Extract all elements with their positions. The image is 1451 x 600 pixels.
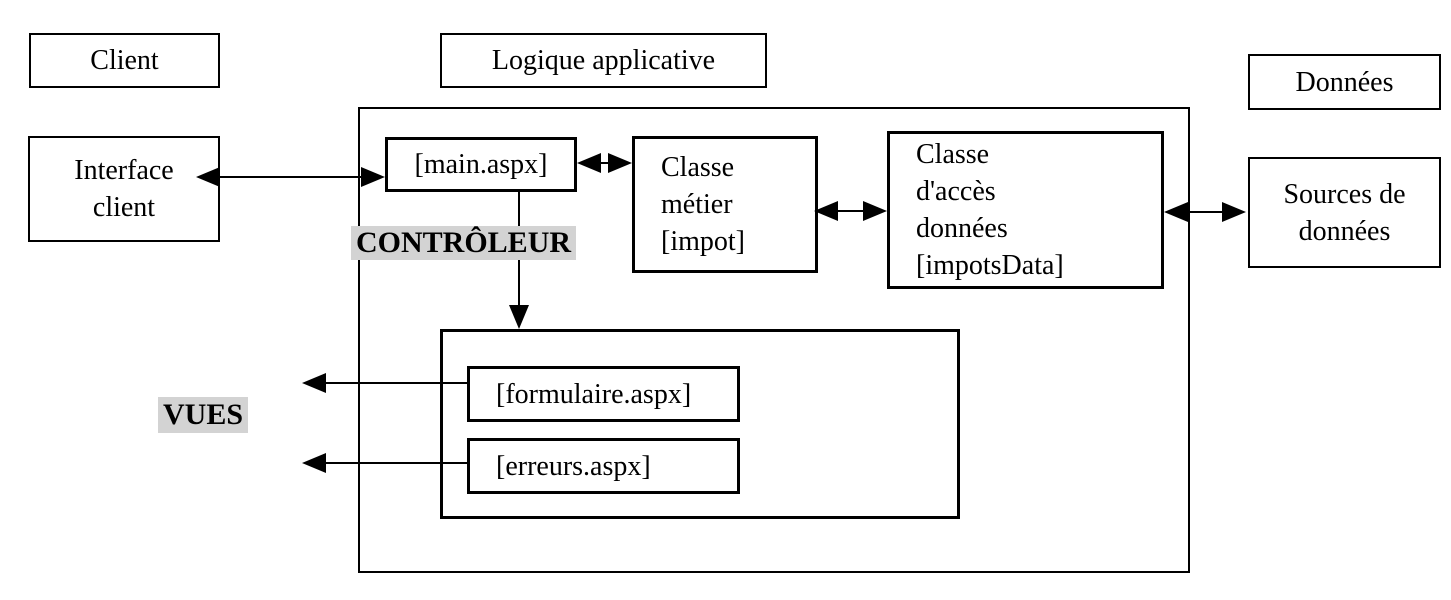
- vues-container: [440, 329, 960, 519]
- arrow-main-metier-line: [581, 162, 628, 164]
- arrowhead-left-icon: [1164, 202, 1188, 222]
- annotation-controleur: CONTRÔLEUR: [351, 226, 577, 260]
- node-formulaire-aspx-label: [formulaire.aspx]: [496, 378, 692, 410]
- logique-applicative-container: [358, 107, 1190, 573]
- tier-label-donnees: Données: [1295, 66, 1394, 98]
- node-erreurs-aspx-label: [erreurs.aspx]: [496, 450, 651, 482]
- tier-box-client: Client: [29, 33, 220, 88]
- node-classe-acces-donnees: Classe d'accès données [impotsData]: [887, 131, 1164, 289]
- arrowhead-right-icon: [608, 153, 632, 173]
- arrowhead-left-icon: [577, 153, 601, 173]
- node-interface-client: Interface client: [28, 136, 220, 242]
- arrow-acces-sources-line: [1168, 211, 1242, 213]
- node-classe-metier: Classe métier [impot]: [632, 136, 818, 273]
- tier-box-donnees: Données: [1248, 54, 1441, 110]
- arrow-interface-main-line: [204, 176, 381, 178]
- node-erreurs-aspx: [erreurs.aspx]: [467, 438, 740, 494]
- arrowhead-right-icon: [1222, 202, 1246, 222]
- node-main-aspx: [main.aspx]: [385, 137, 577, 192]
- tier-label-logique-applicative: Logique applicative: [491, 45, 716, 76]
- node-interface-client-text: Interface client: [74, 155, 174, 223]
- tier-box-logique-applicative: Logique applicative: [440, 33, 767, 88]
- arrow-formulaire-out-line: [306, 382, 467, 384]
- node-main-aspx-label: [main.aspx]: [414, 149, 548, 180]
- arrow-metier-acces-line: [818, 210, 883, 212]
- arrow-erreurs-out-line: [306, 462, 467, 464]
- node-sources-de-donnees: Sources de données: [1248, 157, 1441, 268]
- arrowhead-down-icon: [509, 305, 529, 329]
- arrowhead-left-icon: [302, 453, 326, 473]
- arrowhead-right-icon: [361, 167, 385, 187]
- node-sources-de-donnees-text: Sources de données: [1283, 178, 1406, 247]
- arrowhead-right-icon: [863, 201, 887, 221]
- arrowhead-left-icon: [196, 167, 220, 187]
- node-formulaire-aspx: [formulaire.aspx]: [467, 366, 740, 422]
- arrowhead-left-icon: [302, 373, 326, 393]
- tier-label-client: Client: [90, 45, 159, 76]
- annotation-vues: VUES: [158, 397, 249, 433]
- arrowhead-left-icon: [814, 201, 838, 221]
